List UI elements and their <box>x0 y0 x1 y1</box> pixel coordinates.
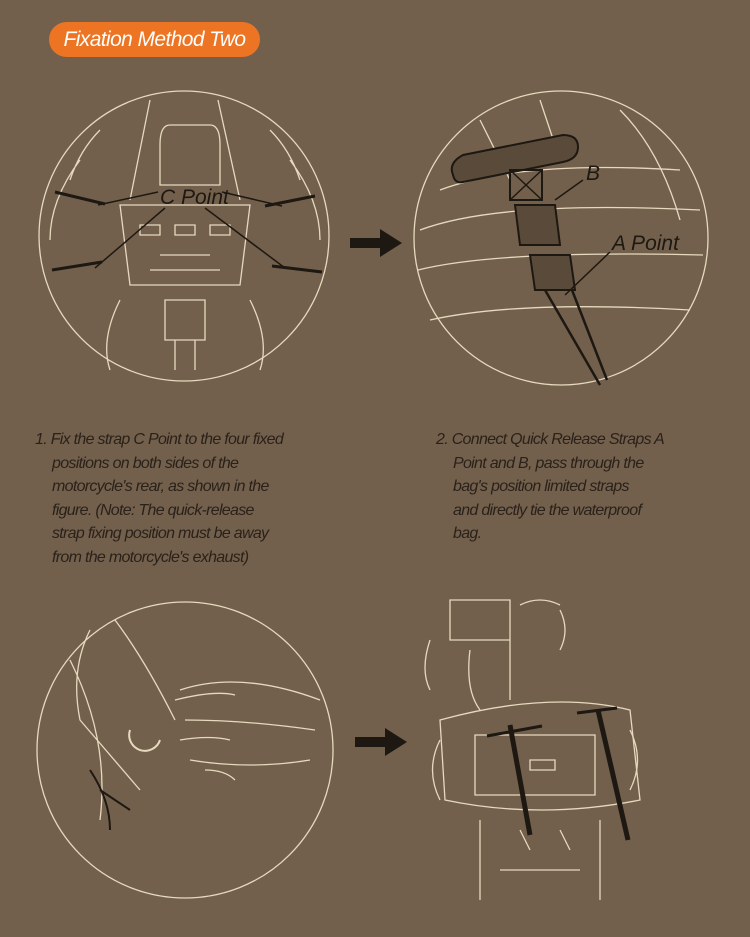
step-2-line: bag's position limited straps <box>453 478 629 495</box>
step-1-line: 1. Fix the strap C Point to the four fix… <box>35 431 284 448</box>
step-1-instructions: 1. Fix the strap C Point to the four fix… <box>35 428 284 569</box>
arrow-right-icon <box>355 728 407 756</box>
step-1-line: motorcycle's rear, as shown in the <box>52 478 269 495</box>
step-1-line: from the motorcycle's exhaust) <box>52 548 249 566</box>
figure-hand-tightening-strap <box>36 601 334 899</box>
step-2-line: and directly tie the waterproof <box>453 501 642 519</box>
step-2-instructions: 2. Connect Quick Release Straps A Point … <box>436 428 665 546</box>
a-point-callout: A Point <box>610 232 680 255</box>
b-point-callout: B <box>586 162 600 185</box>
step-1-line: positions on both sides of the <box>52 454 239 472</box>
step-2-line: Point and B, pass through the <box>453 454 644 472</box>
c-point-callout: C Point <box>160 186 230 209</box>
section-title-badge: Fixation Method Two <box>49 22 260 57</box>
step-1-line: figure. (Note: The quick-release <box>52 501 254 519</box>
arrow-right-icon <box>350 229 402 257</box>
step-2-line: 2. Connect Quick Release Straps A <box>436 431 665 448</box>
strap-c-points <box>51 190 323 274</box>
figure-motorcycle-rear-c-points: C Point <box>38 90 330 382</box>
step-2-line: bag. <box>453 525 482 542</box>
figure-bag-mounted-on-motorcycle <box>424 599 641 900</box>
step-1-line: strap fixing position must be away <box>52 525 269 542</box>
figure-quick-release-buckle: B A Point <box>413 90 709 386</box>
